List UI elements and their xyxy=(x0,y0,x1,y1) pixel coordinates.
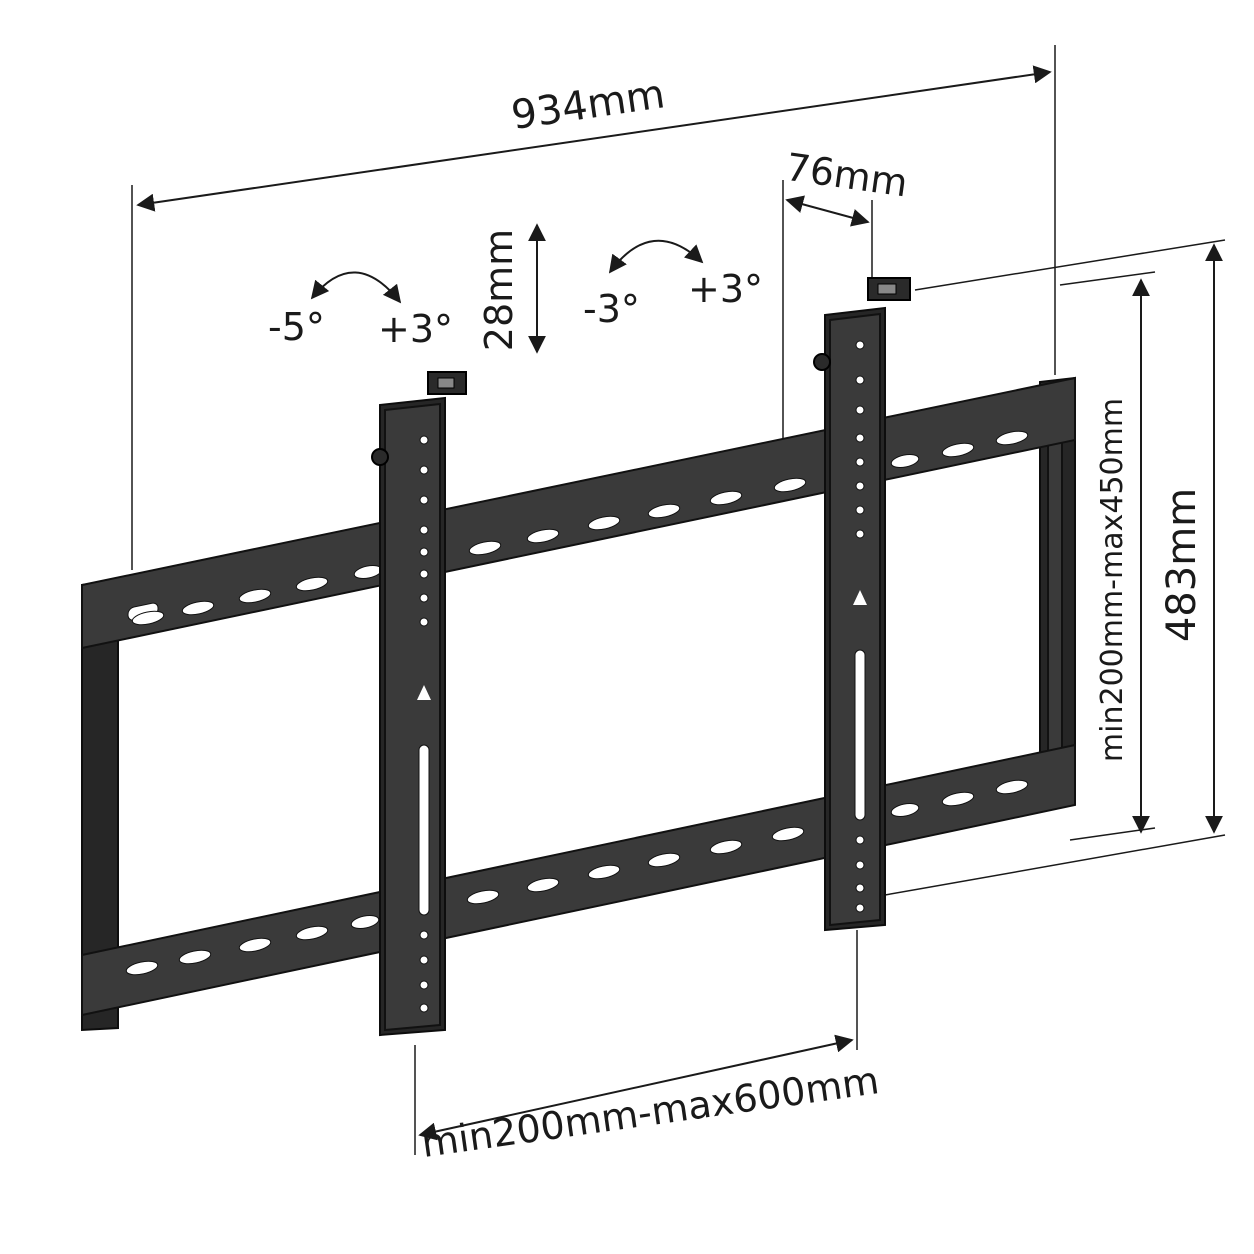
tilt-right-plus: +3° xyxy=(688,267,763,311)
arrow-up-icon xyxy=(853,590,867,605)
overall-height-dimension: 483mm xyxy=(884,239,1226,896)
tilt-right-indicator: -3° +3° xyxy=(583,239,763,331)
left-vertical-bracket xyxy=(371,371,467,1037)
tilt-left-plus: +3° xyxy=(378,307,453,351)
tilt-right-minus: -3° xyxy=(583,287,640,331)
right-vertical-bracket xyxy=(813,277,911,932)
overall-width-label: 934mm xyxy=(508,71,667,139)
top-rail xyxy=(81,376,1076,650)
bracket-offset-label: 76mm xyxy=(783,145,910,206)
tilt-left-indicator: -5° +3° xyxy=(268,271,453,351)
horizontal-spacing-dimension: min200mm-max600mm xyxy=(414,930,882,1166)
overall-height-label: 483mm xyxy=(1159,488,1205,642)
bottom-rail-slots xyxy=(125,779,1029,976)
arrow-up-icon xyxy=(417,685,431,700)
bottom-rail xyxy=(81,743,1076,1017)
vertical-spacing-dimension: min200mm-max450mm xyxy=(1059,271,1156,841)
vertical-adjust-dimension: 28mm xyxy=(477,223,546,354)
vertical-adjust-label: 28mm xyxy=(477,229,521,351)
horizontal-spacing-label: min200mm-max600mm xyxy=(419,1058,882,1166)
tilt-left-minus: -5° xyxy=(268,305,325,349)
vertical-spacing-label: min200mm-max450mm xyxy=(1095,398,1130,762)
wall-mount-frame xyxy=(81,277,1076,1037)
